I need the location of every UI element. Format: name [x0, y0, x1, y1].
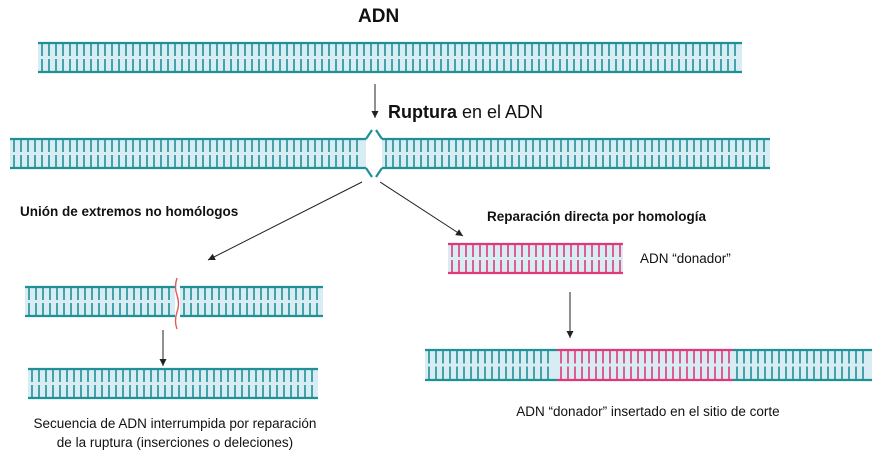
dna-broken-left [10, 137, 366, 170]
break-label-bold: Ruptura [388, 102, 457, 122]
hdr-caption: ADN “donador” insertado en el sitio de c… [516, 404, 780, 419]
nhej-broken-right [180, 285, 323, 318]
dna-intact [38, 41, 742, 74]
hdr-right [733, 348, 872, 382]
hdr-heading: Reparación directa por homología [487, 209, 707, 224]
break-ends [365, 129, 383, 178]
hdr-left [425, 348, 557, 382]
donor-dna [448, 242, 623, 275]
nhej-broken-left [25, 285, 175, 318]
arrow-to-nhej [207, 181, 363, 261]
donor-label: ADN “donador” [640, 251, 731, 266]
arrow-nhej-result [159, 330, 167, 366]
nhej-repaired [28, 367, 318, 400]
break-label: Ruptura en el ADN [388, 102, 543, 123]
dna-broken-right [382, 137, 770, 170]
break-label-rest: en el ADN [457, 102, 544, 122]
hdr-insert [557, 348, 733, 382]
nhej-heading: Unión de extremos no homólogos [20, 204, 239, 219]
nhej-caption-line1: Secuencia de ADN interrumpida por repara… [33, 416, 317, 431]
break-mark [174, 277, 180, 330]
arrow-hdr-result [566, 292, 574, 338]
nhej-caption: Secuencia de ADN interrumpida por repara… [0, 414, 350, 452]
title: ADN [358, 6, 400, 27]
arrow-to-hdr [379, 181, 464, 237]
arrow-to-break [371, 84, 379, 118]
nhej-caption-line2: de la ruptura (inserciones o deleciones) [56, 435, 294, 450]
